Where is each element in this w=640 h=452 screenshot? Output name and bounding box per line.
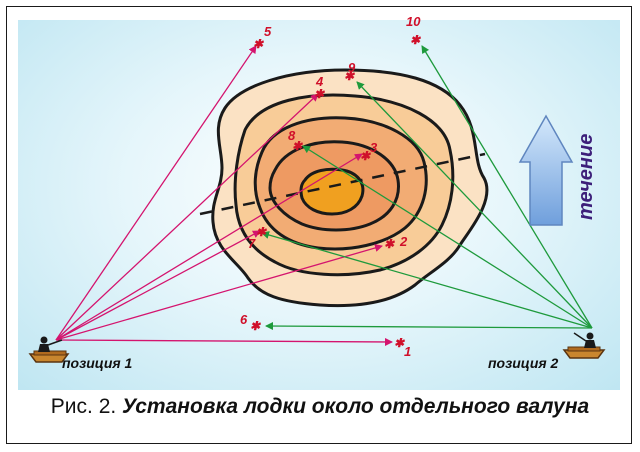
line-pos1-to-4: [55, 93, 319, 341]
marker-6: ✱: [250, 319, 262, 333]
position-2-lines: [261, 45, 593, 331]
point-markers: ✱ ✱ ✱ ✱ ✱ ✱ ✱ ✱ ✱ ✱: [250, 33, 422, 350]
position-2-label: позиция 2: [488, 355, 559, 371]
fishing-rod-1: [47, 339, 63, 346]
angler-1-body: [38, 344, 50, 352]
point-labels: 5 4 3 7 2 1 10 9 8 6: [240, 14, 421, 359]
line-pos1-to-2: [55, 244, 383, 341]
label-point-7: 7: [248, 236, 256, 251]
figure-caption: Рис. 2. Установка лодки около отдельного…: [0, 395, 640, 419]
marker-1: ✱: [394, 336, 406, 350]
line-pos2-to-9: [356, 81, 593, 329]
angler-1-head: [40, 336, 48, 344]
marker-8: ✱: [292, 139, 304, 153]
position-1-label: позиция 1: [62, 355, 133, 371]
label-point-4: 4: [315, 74, 324, 89]
current-label: течение: [575, 134, 597, 220]
angler-2-head: [586, 332, 594, 340]
boat-1-seat: [33, 350, 67, 356]
line-pos1-to-3: [55, 153, 363, 341]
line-pos1-to-7: [55, 230, 261, 341]
boat-position-1: [28, 336, 70, 363]
dashed-axis: [199, 152, 486, 216]
position-1-lines: [55, 45, 393, 346]
marker-10: ✱: [410, 33, 422, 47]
label-point-10: 10: [406, 14, 421, 29]
boat-position-2: [562, 332, 606, 359]
label-point-8: 8: [288, 128, 296, 143]
boat-2-seat: [567, 346, 601, 352]
caption-prefix: Рис. 2.: [50, 395, 117, 418]
marker-7: ✱: [256, 225, 268, 239]
angler-2-body: [584, 340, 596, 348]
line-pos2-to-6: [265, 322, 593, 331]
boulder-contours: [211, 68, 489, 308]
line-pos2-to-8: [302, 145, 593, 329]
label-point-1: 1: [404, 344, 411, 359]
marker-3: ✱: [360, 149, 372, 163]
boulder-core: [299, 167, 365, 216]
line-pos1-to-5: [55, 45, 257, 341]
label-point-5: 5: [264, 24, 272, 39]
line-pos2-to-10: [421, 45, 593, 329]
label-point-6: 6: [240, 312, 248, 327]
marker-9: ✱: [344, 69, 356, 83]
caption-title: Установка лодки около отдельного валуна: [122, 395, 590, 418]
label-point-2: 2: [399, 234, 408, 249]
label-point-9: 9: [348, 60, 356, 75]
marker-4: ✱: [314, 87, 326, 101]
fishing-rod-2: [573, 332, 587, 342]
line-pos2-to-7: [261, 231, 593, 329]
current-arrow: [518, 114, 574, 226]
label-point-3: 3: [370, 140, 378, 155]
line-pos1-to-1: [55, 337, 393, 346]
marker-5: ✱: [253, 37, 265, 51]
marker-2: ✱: [384, 237, 396, 251]
